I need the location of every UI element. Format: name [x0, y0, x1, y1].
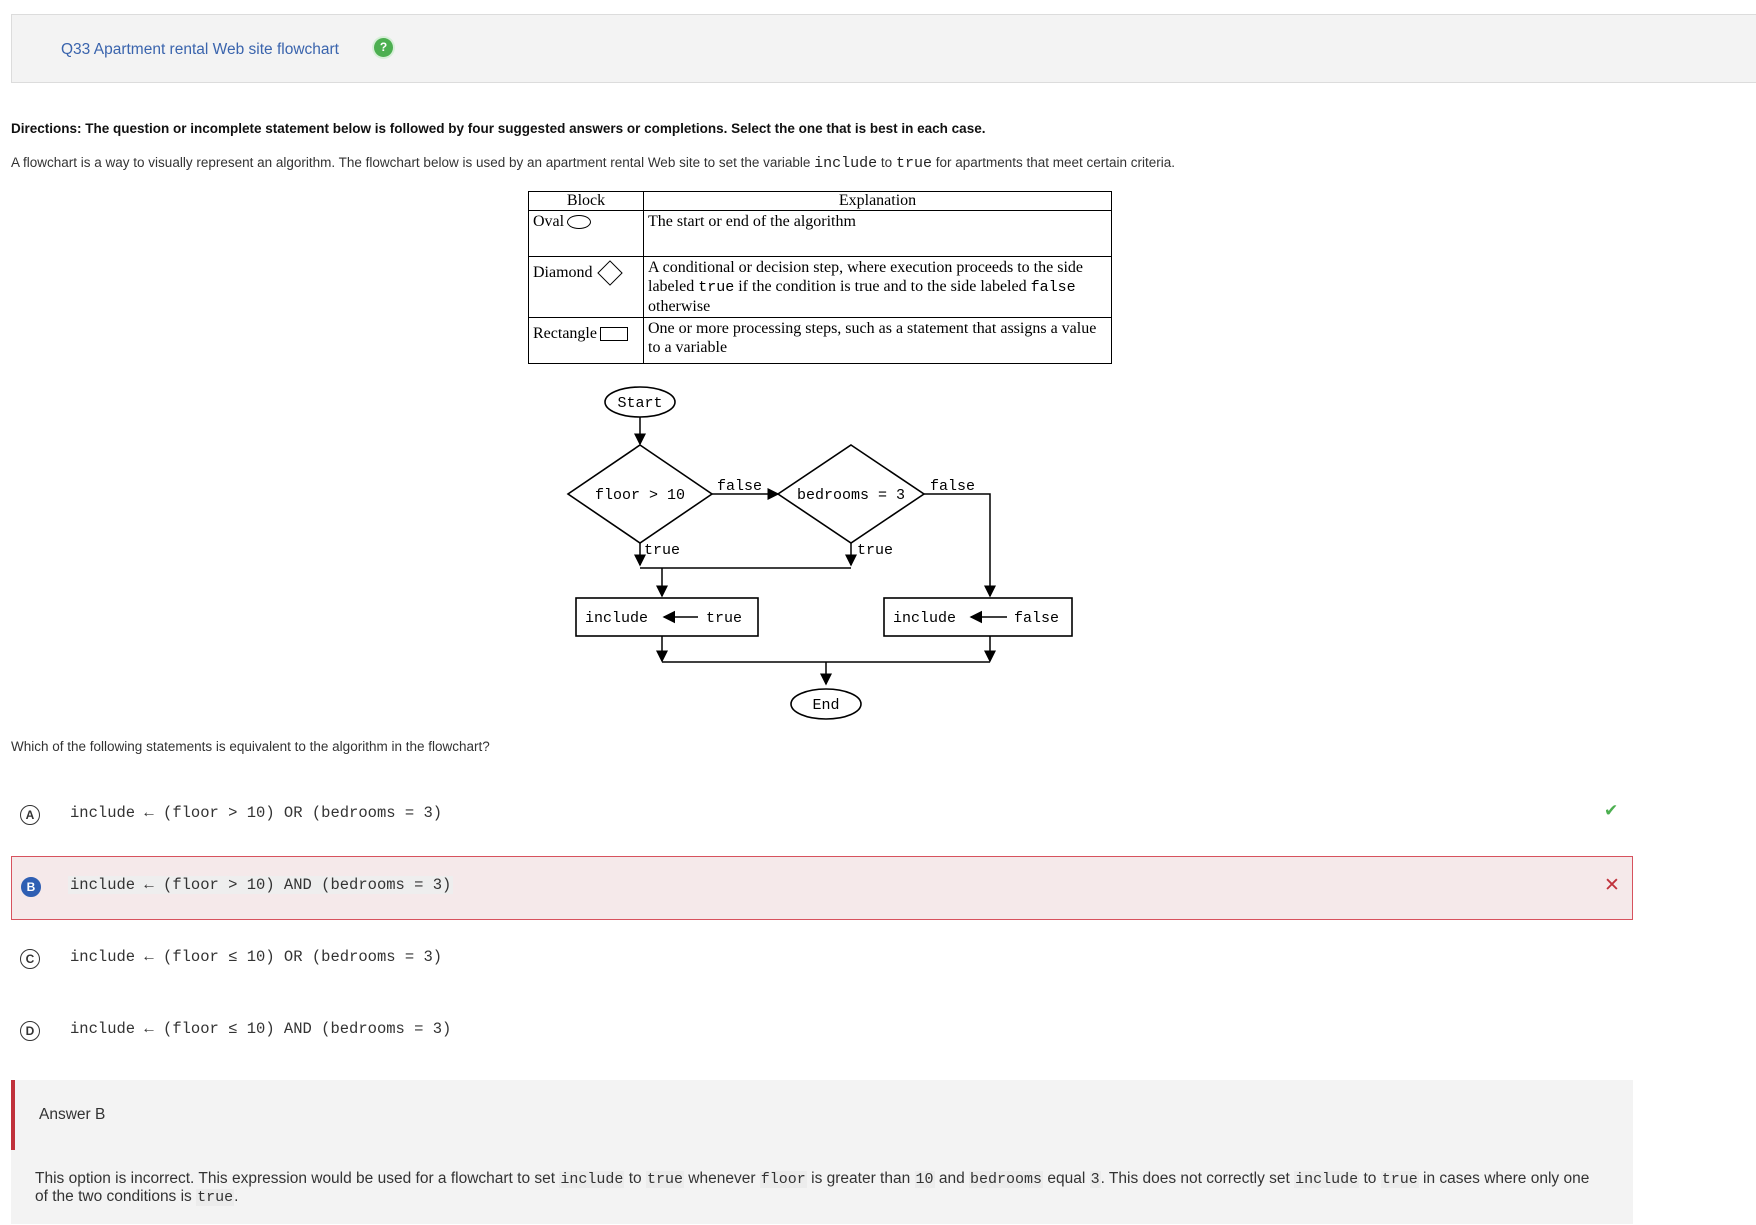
diamond-shape-icon — [596, 260, 623, 287]
directions-text: Directions: The question or incomplete s… — [11, 121, 986, 136]
oval-shape-icon — [567, 215, 592, 230]
question-header: Q33 Apartment rental Web site flowchart … — [11, 14, 1756, 83]
option-d[interactable]: D include ← (floor ≤ 10) AND (bedrooms =… — [11, 1001, 1633, 1063]
assign-true-val: true — [706, 610, 742, 627]
legend-row-rectangle: Rectangle — [528, 317, 644, 364]
question-text: Which of the following statements is equ… — [11, 739, 490, 754]
flowchart-legend-table: Block Explanation Oval The start or end … — [528, 191, 1112, 364]
true-label: true — [644, 542, 680, 559]
option-d-text: include ← (floor ≤ 10) AND (bedrooms = 3… — [70, 1020, 452, 1038]
legend-explanation: A conditional or decision step, where ex… — [643, 256, 1112, 318]
assign-false-var: include — [893, 610, 956, 627]
start-label: Start — [617, 395, 662, 412]
question-title[interactable]: Q33 Apartment rental Web site flowchart — [61, 41, 339, 58]
option-a-text: include ← (floor > 10) OR (bedrooms = 3) — [70, 804, 443, 822]
legend-header-explanation: Explanation — [643, 191, 1112, 211]
option-b-radio[interactable]: B — [21, 877, 41, 897]
option-c[interactable]: C include ← (floor ≤ 10) OR (bedrooms = … — [11, 929, 1633, 991]
intro-text: A flowchart is a way to visually represe… — [11, 155, 1176, 172]
help-icon[interactable]: ? — [374, 38, 393, 57]
option-c-radio[interactable]: C — [20, 949, 40, 969]
floor-condition-label: floor > 10 — [595, 487, 685, 504]
assign-true-var: include — [585, 610, 648, 627]
answer-label: Answer B — [39, 1106, 106, 1123]
flowchart-diagram: Start floor > 10 false bedrooms = 3 fals… — [566, 386, 1073, 720]
legend-row-diamond: Diamond — [528, 256, 644, 318]
close-icon: ✕ — [1604, 875, 1620, 896]
legend-explanation: The start or end of the algorithm — [643, 210, 1112, 257]
option-a[interactable]: A include ← (floor > 10) OR (bedrooms = … — [11, 785, 1633, 847]
bedrooms-condition-label: bedrooms = 3 — [797, 487, 905, 504]
false-label: false — [930, 478, 975, 495]
rectangle-shape-icon — [599, 327, 628, 342]
false-label: false — [717, 478, 762, 495]
option-c-text: include ← (floor ≤ 10) OR (bedrooms = 3) — [70, 948, 443, 966]
checkmark-icon: ✔ — [1604, 801, 1619, 820]
option-b[interactable]: B include ← (floor > 10) AND (bedrooms =… — [11, 856, 1633, 920]
true-label: true — [857, 542, 893, 559]
answer-explanation: This option is incorrect. This expressio… — [35, 1170, 1590, 1206]
end-oval — [790, 688, 862, 720]
option-b-text: include ← (floor > 10) AND (bedrooms = 3… — [68, 876, 454, 894]
legend-row-oval: Oval — [528, 210, 644, 257]
legend-header-block: Block — [528, 191, 644, 211]
end-label: End — [812, 697, 839, 714]
option-d-radio[interactable]: D — [20, 1021, 40, 1041]
assign-false-val: false — [1014, 610, 1059, 627]
legend-explanation: One or more processing steps, such as a … — [643, 317, 1112, 364]
option-a-radio[interactable]: A — [20, 805, 40, 825]
answer-panel: Answer B This option is incorrect. This … — [11, 1080, 1633, 1224]
answer-status-bar — [11, 1080, 15, 1150]
